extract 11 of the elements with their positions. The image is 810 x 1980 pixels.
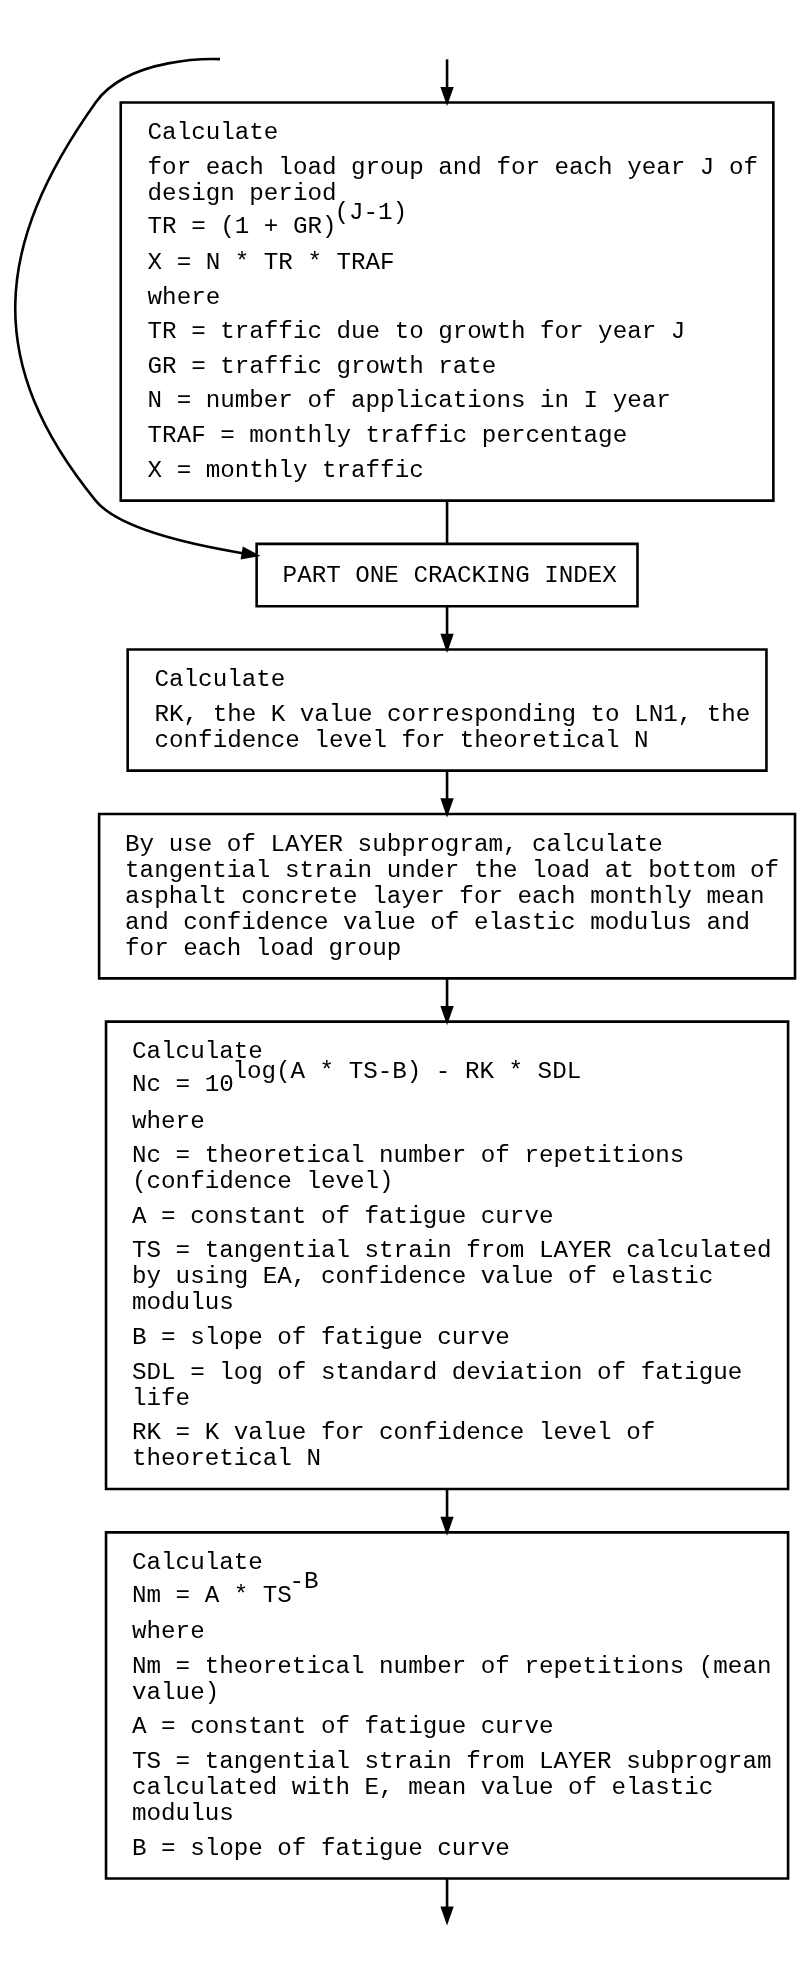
arrow <box>14 57 261 560</box>
connector <box>445 500 449 543</box>
node-box: PART ONE CRACKING INDEX <box>255 542 639 607</box>
arrow <box>440 1878 454 1926</box>
arrow <box>440 1489 454 1536</box>
arrow <box>440 770 454 817</box>
node-box: By use of LAYER subprogram, calculate tangential strain under the load at bottom of asphalt concrete layer for each monthly mean and confidence value of elastic modulus and for each load group <box>97 812 797 980</box>
arrow <box>440 58 454 106</box>
node-box: Calculate RK, the K value corresponding to LN1, the confidence level for theoretical N <box>126 647 768 772</box>
arrow <box>440 606 454 653</box>
arrow <box>440 978 454 1025</box>
